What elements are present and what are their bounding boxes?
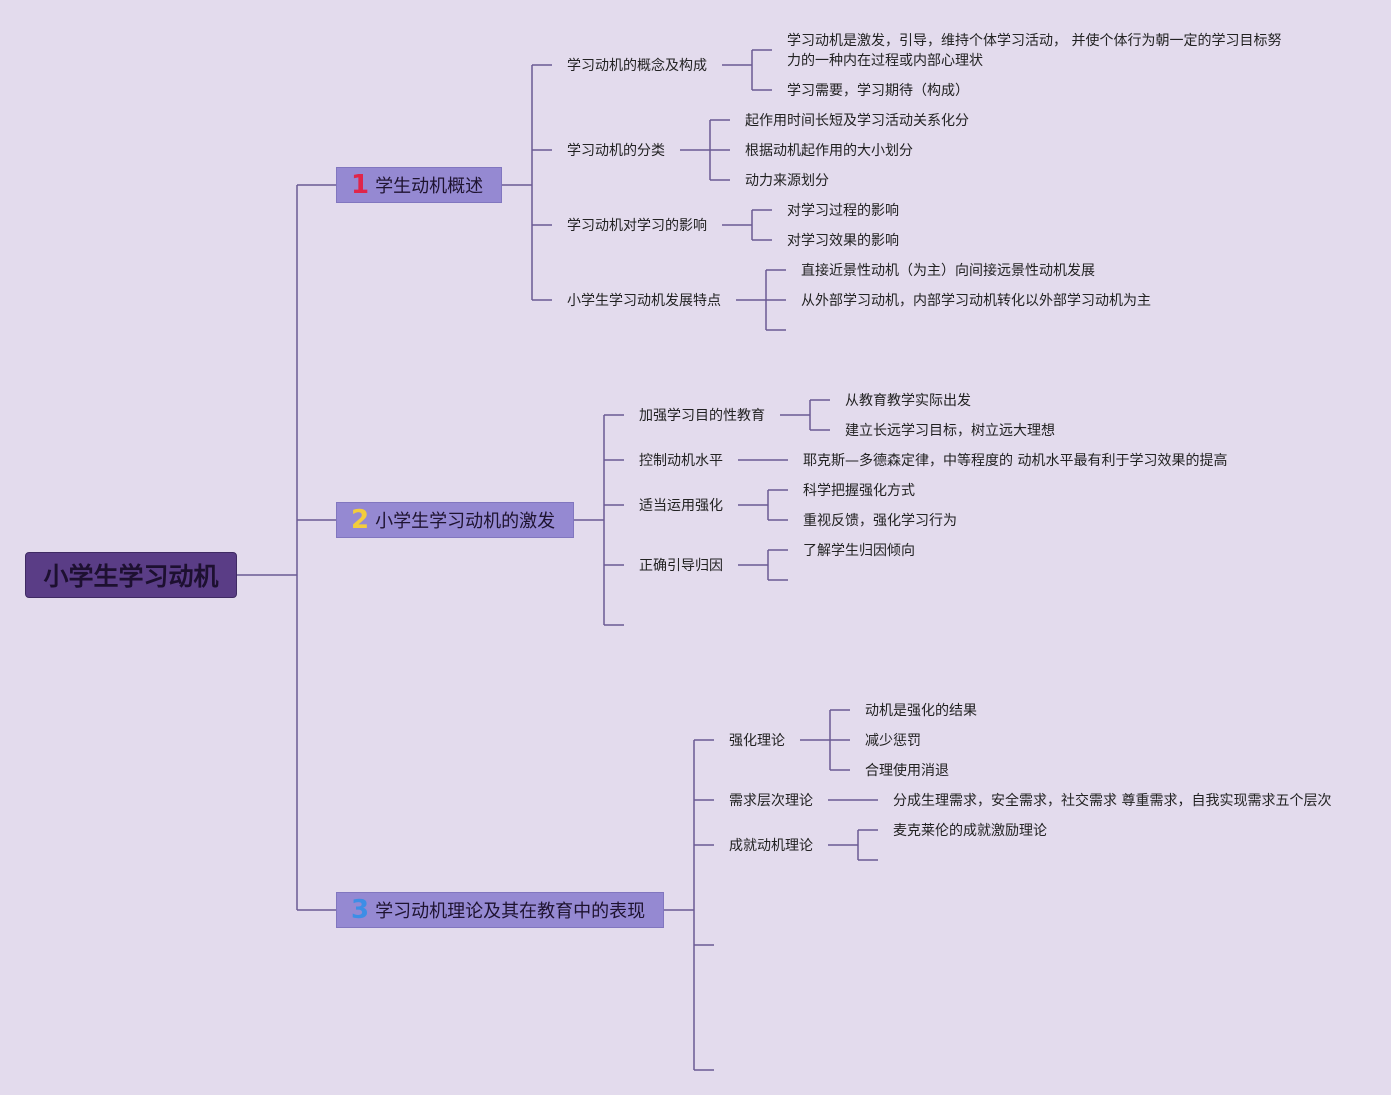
- leaf-influence-process[interactable]: 对学习过程的影响: [787, 203, 899, 219]
- main-topic-2[interactable]: 2 小学生学习动机的激发: [336, 502, 574, 538]
- leaf-reinforce-method[interactable]: 科学把握强化方式: [803, 483, 915, 499]
- leaf-goal-practice[interactable]: 从教育教学实际出发: [845, 393, 971, 409]
- leaf-class-time[interactable]: 起作用时间长短及学习活动关系化分: [745, 113, 969, 129]
- subtopic-influence[interactable]: 学习动机对学习的影响: [567, 218, 707, 234]
- subtopic-concept[interactable]: 学习动机的概念及构成: [567, 58, 707, 74]
- leaf-extinction[interactable]: 合理使用消退: [865, 763, 949, 779]
- subtopic-motivation-level[interactable]: 控制动机水平: [639, 453, 723, 469]
- subtopic-reinforcement[interactable]: 适当运用强化: [639, 498, 723, 514]
- topic-number-3: 3: [351, 895, 370, 925]
- leaf-reinforce-feedback[interactable]: 重视反馈，强化学习行为: [803, 513, 957, 529]
- main-topic-2-label: 小学生学习动机的激发: [375, 511, 556, 532]
- subtopic-attribution[interactable]: 正确引导归因: [639, 558, 723, 574]
- leaf-influence-effect[interactable]: 对学习效果的影响: [787, 233, 899, 249]
- subtopic-achievement-theory[interactable]: 成就动机理论: [729, 838, 813, 854]
- main-topic-3-label: 学习动机理论及其在教育中的表现: [375, 901, 646, 922]
- main-topic-3[interactable]: 3 学习动机理论及其在教育中的表现: [336, 892, 664, 928]
- main-topic-1-label: 学生动机概述: [375, 176, 484, 197]
- subtopic-development[interactable]: 小学生学习动机发展特点: [567, 293, 721, 309]
- leaf-yerkes-dodson[interactable]: 耶克斯—多德森定律，中等程度的 动机水平最有利于学习效果的提高: [803, 453, 1228, 469]
- topic-number-2: 2: [351, 505, 370, 535]
- leaf-development-external-internal[interactable]: 从外部学习动机，内部学习动机转化以外部学习动机为主: [801, 293, 1151, 309]
- subtopic-needs-hierarchy[interactable]: 需求层次理论: [729, 793, 813, 809]
- main-topic-1[interactable]: 1 学生动机概述: [336, 167, 502, 203]
- subtopic-reinforcement-theory[interactable]: 强化理论: [729, 733, 785, 749]
- leaf-goal-ideal[interactable]: 建立长远学习目标，树立远大理想: [845, 423, 1055, 439]
- root-label: 小学生学习动机: [43, 562, 219, 591]
- subtopic-goal-education[interactable]: 加强学习目的性教育: [639, 408, 765, 424]
- leaf-class-source[interactable]: 动力来源划分: [745, 173, 829, 189]
- leaf-concept-components[interactable]: 学习需要，学习期待（构成）: [787, 83, 969, 99]
- leaf-needs-levels[interactable]: 分成生理需求，安全需求，社交需求 尊重需求，自我实现需求五个层次: [893, 793, 1332, 809]
- leaf-attribution-tendency[interactable]: 了解学生归因倾向: [803, 543, 915, 559]
- topic-number-1: 1: [351, 170, 370, 200]
- leaf-mcclelland[interactable]: 麦克莱伦的成就激励理论: [893, 823, 1047, 839]
- leaf-concept-definition[interactable]: 学习动机是激发，引导，维持个体学习活动， 并使个体行为朝一定的学习目标努力的一种…: [787, 33, 1282, 69]
- leaf-development-near-far[interactable]: 直接近景性动机（为主）向间接远景性动机发展: [801, 263, 1095, 279]
- leaf-reduce-punishment[interactable]: 减少惩罚: [865, 733, 921, 749]
- leaf-reinforce-result[interactable]: 动机是强化的结果: [865, 703, 977, 719]
- subtopic-classification[interactable]: 学习动机的分类: [567, 143, 665, 159]
- root-topic[interactable]: 小学生学习动机: [25, 552, 237, 598]
- leaf-class-size[interactable]: 根据动机起作用的大小划分: [745, 143, 913, 159]
